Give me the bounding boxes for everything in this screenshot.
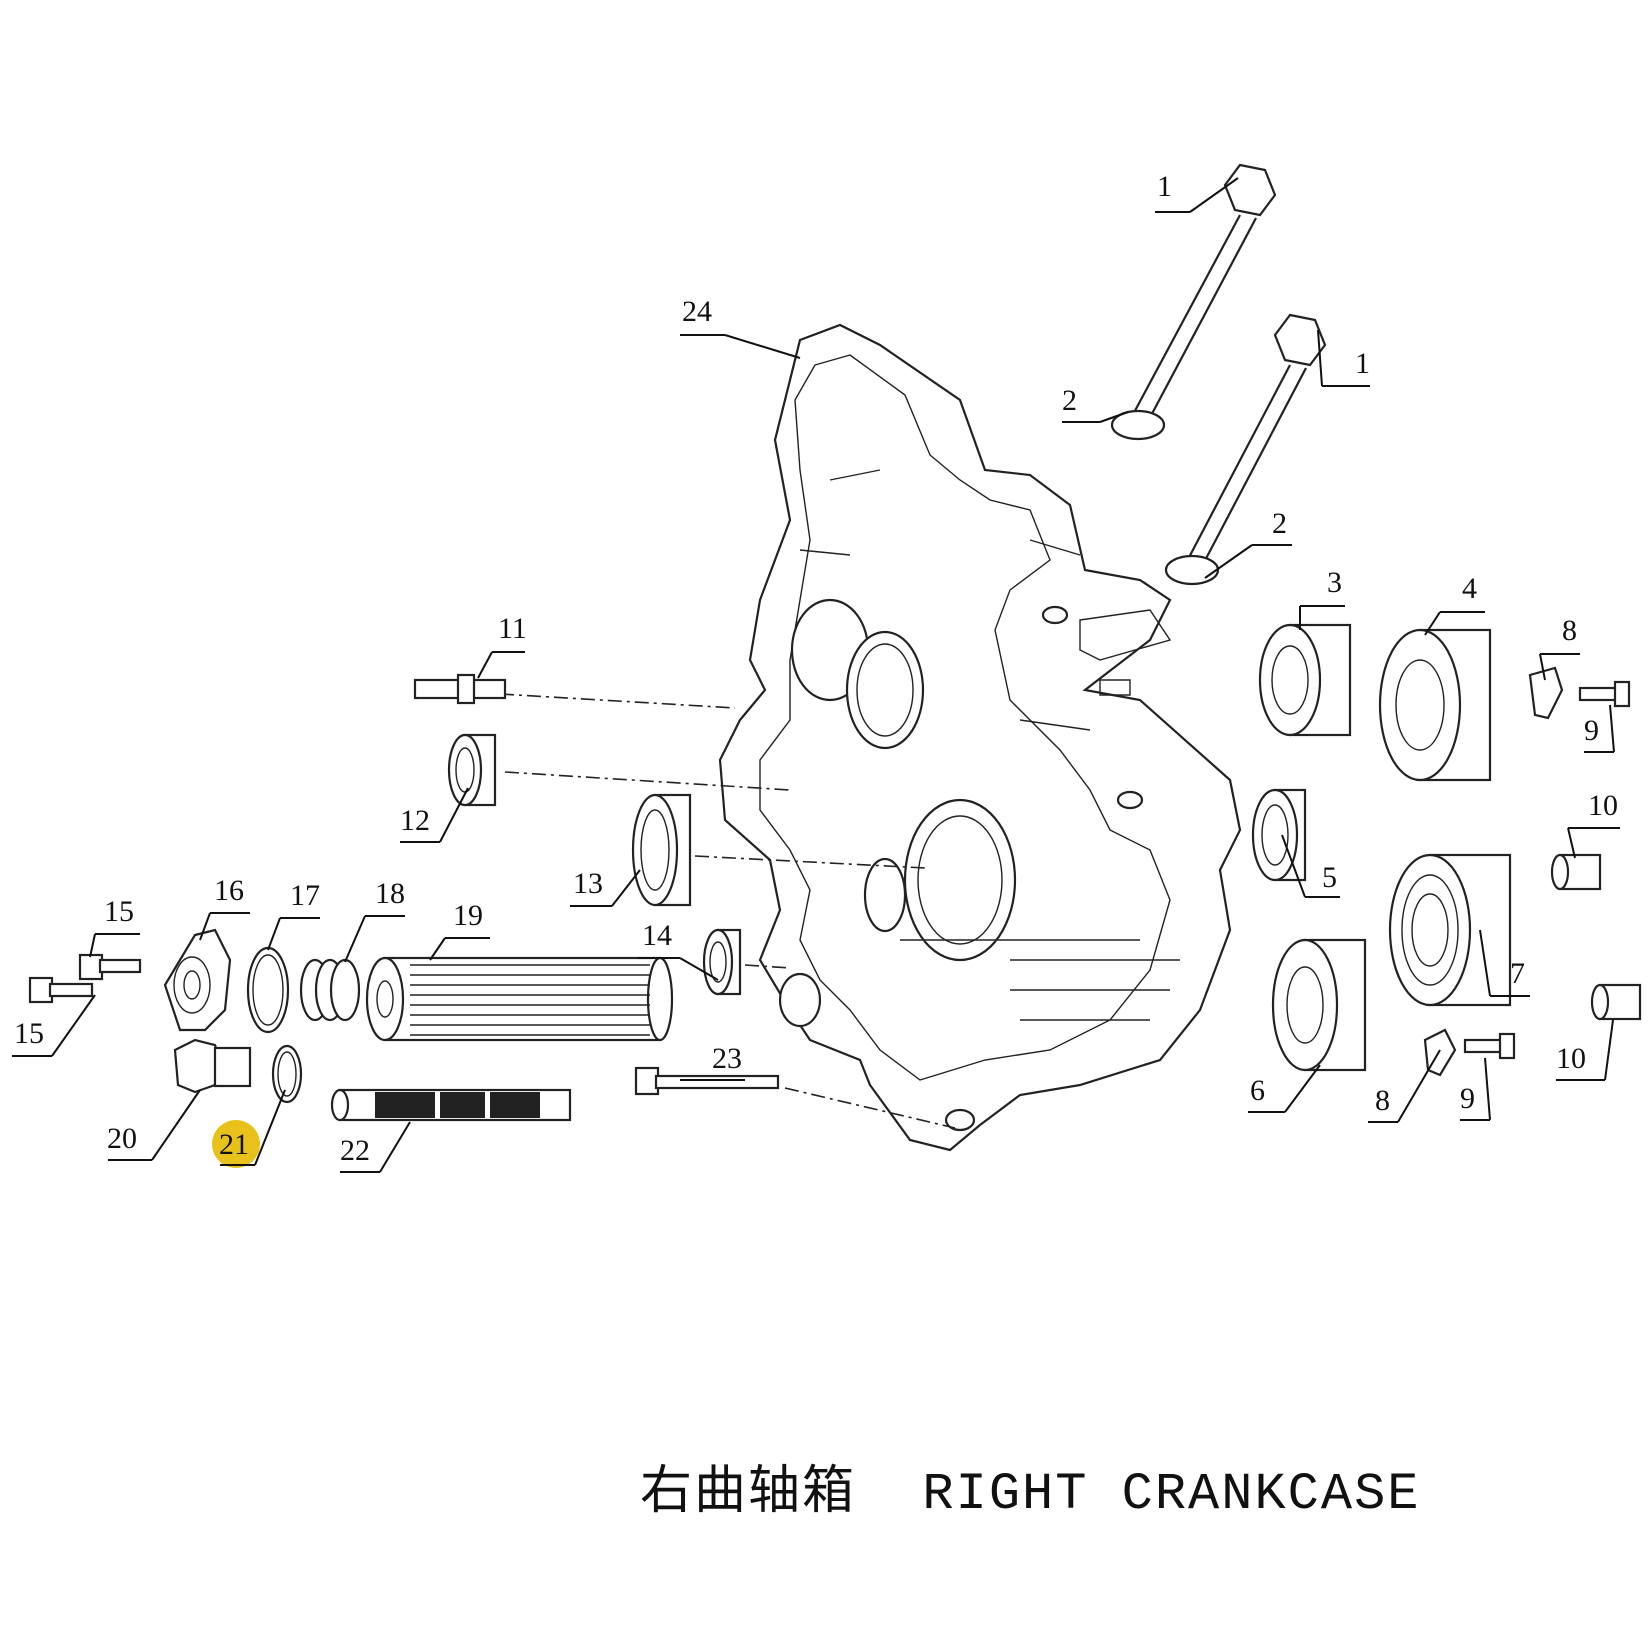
long-bolt-lower-part <box>1164 313 1327 586</box>
highlight-marker <box>212 1120 260 1168</box>
callout-number: 3 <box>1327 566 1342 599</box>
diagram-caption: 右曲轴箱 RIGHT CRANKCASE <box>640 1465 1421 1524</box>
callout-number: 15 <box>104 895 134 928</box>
callout-number: 17 <box>290 879 320 912</box>
retainer-plate-8-upper-part <box>1528 666 1564 720</box>
filter-cover-16-part <box>163 928 232 1032</box>
oil-seal-13-part <box>631 793 692 907</box>
leader-line <box>1189 177 1239 213</box>
callout-number: 10 <box>1588 789 1618 822</box>
callout-number: 11 <box>498 612 527 645</box>
leader-line <box>344 915 366 963</box>
leader-line <box>1609 704 1615 753</box>
callout-number: 21 <box>219 1128 249 1161</box>
assembly-centerlines <box>499 693 956 1129</box>
callout-number: 24 <box>682 295 712 328</box>
oil-seal-5-part <box>1251 788 1307 882</box>
leader-line <box>679 957 719 981</box>
leader-line <box>1204 544 1253 579</box>
leader-line <box>439 787 469 843</box>
callout-number: 13 <box>573 867 603 900</box>
bearing-6-part <box>1271 938 1367 1072</box>
callout-number: 7 <box>1510 957 1525 990</box>
screw-9-upper-part <box>1578 680 1631 708</box>
drain-plug-20-part <box>173 1038 252 1094</box>
leader-line <box>477 651 493 679</box>
bearing-3-part <box>1258 623 1352 737</box>
callout-number: 18 <box>375 877 405 910</box>
leader-line <box>611 869 641 907</box>
bearing-4-part <box>1378 628 1492 782</box>
right-crankcase-part <box>718 323 1242 1152</box>
leader-line <box>1284 1064 1321 1113</box>
callout-number: 12 <box>400 804 430 837</box>
leader-line <box>724 334 801 359</box>
callout-number: 22 <box>340 1134 370 1167</box>
leader-line <box>1479 929 1491 997</box>
callout-number: 10 <box>1556 1042 1586 1075</box>
bolt-15-lower-part <box>28 976 94 1004</box>
leader-line <box>1604 1019 1614 1081</box>
o-ring-21-part <box>271 1044 303 1104</box>
leader-line <box>254 1089 286 1166</box>
callout-number: 8 <box>1562 614 1577 647</box>
callout-number: 9 <box>1584 714 1599 747</box>
oil-strainer-22-part <box>330 1088 572 1122</box>
callout-number: 2 <box>1062 384 1077 417</box>
callout-number: 9 <box>1460 1082 1475 1115</box>
bearing-7-part <box>1388 853 1512 1007</box>
callout-number: 1 <box>1157 170 1172 203</box>
callout-number: 1 <box>1355 347 1370 380</box>
oil-seal-12-part <box>447 733 497 807</box>
leader-line <box>1397 1049 1441 1123</box>
callout-number: 14 <box>642 919 672 952</box>
callout-number: 5 <box>1322 861 1337 894</box>
long-bolt-upper-part <box>1110 163 1277 441</box>
callout-number: 23 <box>712 1042 742 1075</box>
callout-number: 15 <box>14 1017 44 1050</box>
callout-number: 6 <box>1250 1074 1265 1107</box>
leader-line <box>199 912 211 941</box>
leader-line <box>1317 329 1323 387</box>
leader-line <box>1539 653 1546 681</box>
bolt-15-upper-part <box>78 953 142 981</box>
leader-line <box>1567 827 1576 859</box>
leader-line <box>1281 834 1306 898</box>
callout-number: 19 <box>453 899 483 932</box>
leader-line <box>89 933 96 958</box>
leader-line <box>151 1089 201 1161</box>
spring-18-part <box>299 958 361 1022</box>
callout-number: 16 <box>214 874 244 907</box>
oil-seal-14-part <box>702 928 742 996</box>
dowel-pin-11-part <box>413 673 507 705</box>
leader-line <box>1099 411 1129 423</box>
leader-line <box>429 937 446 961</box>
leader-line <box>51 994 96 1057</box>
bolt-23-part <box>634 1066 780 1096</box>
leader-line <box>1484 1057 1491 1121</box>
bushing-10-upper-part <box>1550 853 1602 891</box>
bushing-10-lower-part <box>1590 983 1642 1021</box>
leader-line <box>1424 611 1441 636</box>
leader-line <box>267 917 281 951</box>
o-ring-17-part <box>246 946 290 1034</box>
callout-number: 20 <box>107 1122 137 1155</box>
callout-number: 8 <box>1375 1084 1390 1117</box>
callout-number: 2 <box>1272 507 1287 540</box>
callout-number: 4 <box>1462 572 1477 605</box>
leader-line <box>379 1121 411 1173</box>
oil-filter-19-part <box>365 956 674 1042</box>
screw-9-lower-part <box>1463 1032 1516 1060</box>
